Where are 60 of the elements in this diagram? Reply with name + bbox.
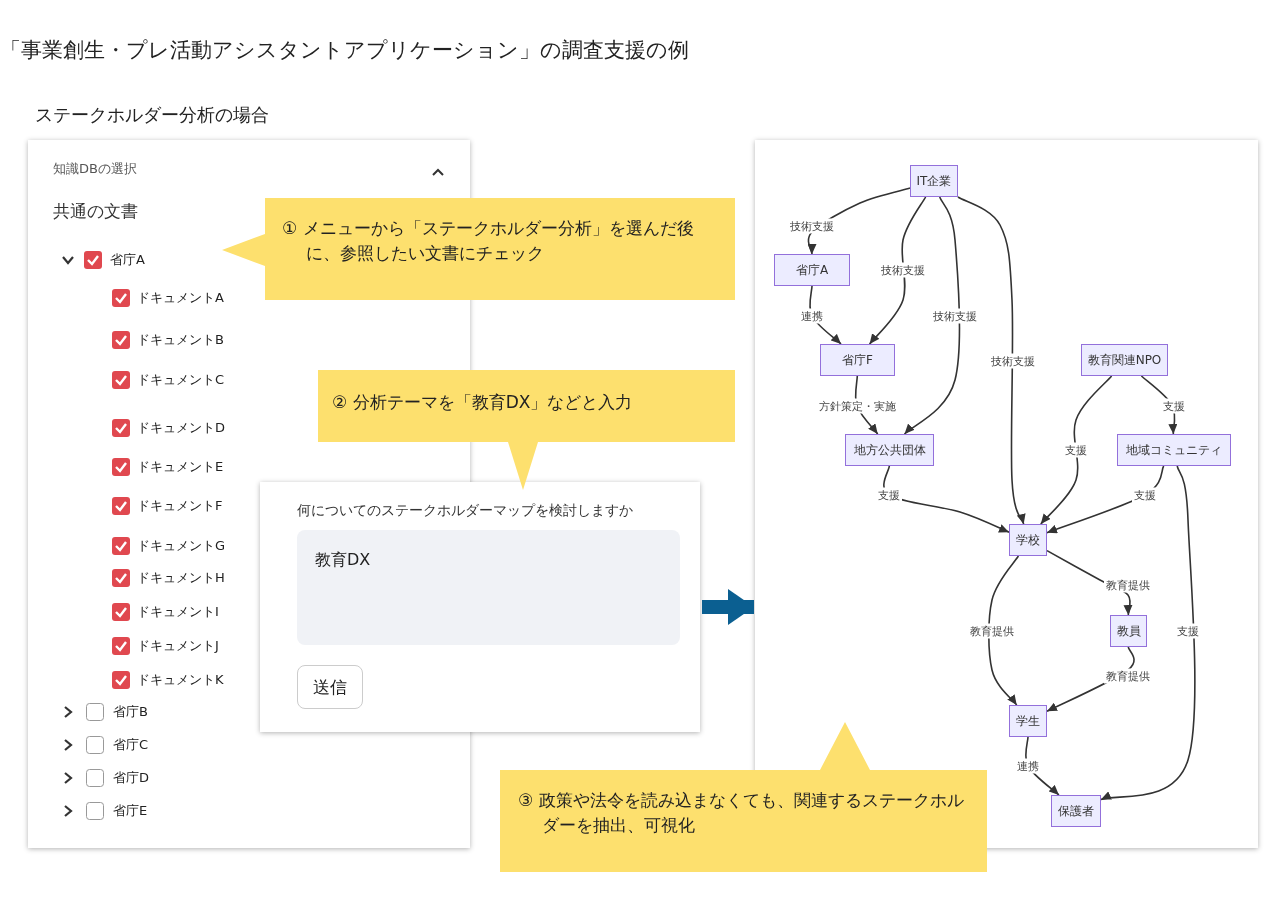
tree-item-label: ドキュメントI	[137, 603, 219, 621]
stakeholder-box: 地方公共団体	[845, 434, 934, 466]
callout-text: ① メニューから「ステークホルダー分析」を選んだ後に、参照したい文書にチェック	[282, 217, 695, 265]
tree-item-label: ドキュメントK	[137, 671, 224, 689]
page-title: 「事業創生・プレ活動アシスタントアプリケーション」の調査支援の例	[0, 37, 689, 64]
tree-item-label: 省庁A	[110, 251, 145, 269]
tree-item-label: ドキュメントG	[137, 537, 226, 555]
arrow	[1040, 375, 1113, 525]
stakeholder-box: 省庁F	[820, 344, 895, 376]
stakeholder-box: 学校	[1009, 524, 1047, 556]
submit-button: 送信	[297, 665, 363, 709]
edge-label: 技術支援	[879, 262, 927, 278]
stakeholder-box: 省庁A	[774, 254, 850, 286]
edge-label: 技術支援	[989, 353, 1037, 369]
stakeholder-box: 保護者	[1051, 795, 1101, 827]
edge-label: 支援	[1175, 623, 1201, 639]
stakeholder-box: 教員	[1110, 615, 1147, 647]
stakeholder-box: 教育関連NPO	[1081, 344, 1168, 376]
flow-arrow	[702, 589, 754, 625]
tree-item-label: ドキュメントF	[137, 497, 223, 515]
edge-label: 支援	[1161, 398, 1187, 414]
section-heading: 共通の文書	[53, 200, 138, 223]
tree-item-label: 省庁D	[113, 769, 149, 787]
arrow	[903, 196, 961, 435]
tree-item-label: ドキュメントA	[137, 289, 224, 307]
edge-label: 支援	[876, 487, 902, 503]
edge-label: 支援	[1063, 442, 1089, 458]
edge-label: 教育提供	[1104, 577, 1152, 593]
arrow	[988, 555, 1020, 706]
edge-label: 連携	[799, 308, 825, 324]
stakeholder-box: IT企業	[910, 165, 958, 197]
panel-heading: 知識DBの選択	[53, 160, 137, 178]
prompt-text: 何についてのステークホルダーマップを検討しますか	[297, 502, 633, 520]
callout-text: ② 分析テーマを「教育DX」などと入力	[332, 391, 634, 414]
stakeholder-box: 地域コミュニティ	[1117, 434, 1231, 466]
edge-label: 技術支援	[931, 308, 979, 324]
edge-label: 教育提供	[968, 623, 1016, 639]
tree-item-label: 省庁E	[113, 802, 148, 820]
edge-label: 技術支援	[788, 218, 836, 234]
callout-text: ③ 政策や法令を読み込まなくても、関連するステークホルダーを抽出、可視化	[518, 789, 965, 837]
callout	[318, 370, 735, 490]
arrow	[957, 196, 1025, 525]
tree-item-label: ドキュメントH	[137, 569, 225, 587]
callout	[222, 198, 735, 300]
tree-item-label: ドキュメントJ	[137, 637, 219, 655]
tree-item-label: ドキュメントC	[137, 371, 225, 389]
edge-label: 教育提供	[1104, 668, 1152, 684]
tree-item-label: 省庁B	[113, 703, 148, 721]
stakeholder-box: 学生	[1009, 705, 1047, 737]
tree-item-label: ドキュメントE	[137, 458, 224, 476]
tree-item-label: 省庁C	[113, 736, 149, 754]
edge-label: 支援	[1132, 487, 1158, 503]
tree-item-label: ドキュメントB	[137, 331, 224, 349]
arrow	[1100, 465, 1196, 802]
edge-label: 連携	[1015, 758, 1041, 774]
callout	[500, 722, 987, 872]
edge-label: 方針策定・実施	[816, 398, 898, 414]
subtitle: ステークホルダー分析の場合	[35, 103, 269, 127]
arrow	[868, 196, 927, 345]
tree-item-label: ドキュメントD	[137, 419, 225, 437]
